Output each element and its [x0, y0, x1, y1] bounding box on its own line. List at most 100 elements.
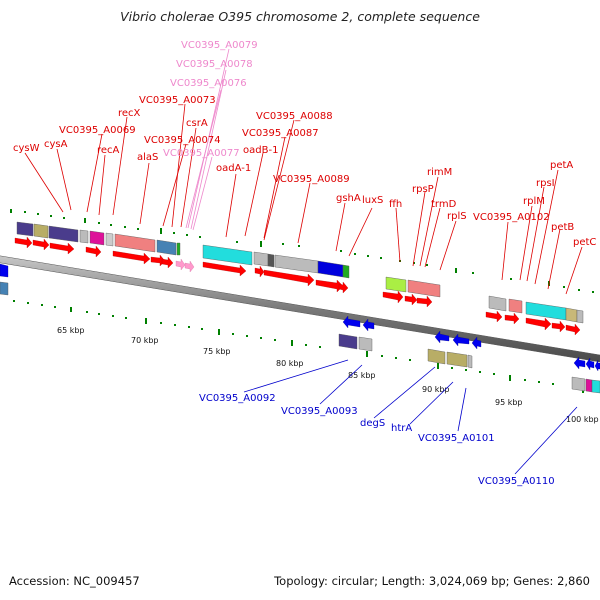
feature-box[interactable] — [358, 336, 373, 352]
feature-box[interactable] — [317, 260, 344, 278]
gene-label[interactable]: VC0395_A0101 — [418, 433, 495, 444]
feature-box[interactable] — [156, 239, 177, 256]
gene-label[interactable]: rplM — [523, 196, 545, 207]
scale-label: 65 kbp — [57, 326, 85, 335]
gene-arrow[interactable] — [263, 269, 315, 287]
gene-label[interactable]: recA — [97, 145, 120, 156]
gene-label[interactable]: petA — [550, 160, 573, 171]
gene-label[interactable]: rpsI — [536, 178, 555, 189]
gene-label[interactable]: VC0395_A0074 — [144, 135, 221, 146]
feature-box[interactable] — [407, 279, 441, 298]
gene-label[interactable]: rpsP — [412, 184, 434, 195]
gene-arrow[interactable] — [452, 333, 470, 347]
gene-arrow[interactable] — [362, 318, 375, 332]
gene-label[interactable]: VC0395_A0089 — [273, 174, 350, 185]
feature-box[interactable] — [427, 348, 446, 365]
gene-arrow[interactable] — [254, 265, 265, 278]
gene-label[interactable]: VC0395_A0078 — [176, 59, 253, 70]
feature-box[interactable] — [565, 307, 578, 323]
gene-arrow[interactable] — [184, 260, 195, 273]
gene-arrow[interactable] — [471, 336, 482, 350]
feature-box[interactable] — [89, 230, 105, 246]
feature-box[interactable] — [267, 253, 275, 268]
gene-arrow[interactable] — [14, 236, 33, 249]
gene-label[interactable]: VC0395_A0076 — [170, 78, 247, 89]
feature-box[interactable] — [571, 376, 586, 392]
feature-box[interactable] — [33, 223, 49, 239]
gene-label[interactable]: VC0395_A0079 — [181, 40, 258, 51]
leader-line — [424, 207, 441, 268]
feature-box[interactable] — [16, 221, 34, 237]
leader-line — [24, 152, 64, 213]
gene-arrow[interactable] — [382, 290, 404, 304]
feature-box[interactable] — [105, 232, 114, 247]
feature-box[interactable] — [0, 281, 9, 296]
feature-box[interactable] — [338, 333, 358, 350]
feature-box[interactable] — [114, 233, 156, 253]
gene-arrow[interactable] — [175, 258, 186, 271]
feature-box[interactable] — [342, 264, 350, 279]
gene-label[interactable]: VC0395_A0077 — [163, 148, 240, 159]
gene-label[interactable]: oadA-1 — [216, 163, 251, 174]
gene-label[interactable]: oadB-1 — [243, 145, 278, 156]
feature-box[interactable] — [274, 254, 319, 274]
gene-label[interactable]: petB — [551, 222, 574, 233]
gene-arrow[interactable] — [551, 320, 566, 333]
feature-box[interactable] — [488, 295, 507, 312]
gene-arrow[interactable] — [485, 310, 503, 323]
gene-label[interactable]: petC — [573, 237, 596, 248]
feature-box[interactable] — [202, 244, 253, 266]
gene-label[interactable]: alaS — [137, 152, 158, 163]
gene-label[interactable]: cysA — [44, 139, 68, 150]
gene-label[interactable]: csrA — [186, 118, 208, 129]
leader-line — [439, 220, 457, 271]
feature-box[interactable] — [446, 351, 468, 368]
feature-box[interactable] — [253, 251, 269, 267]
feature-box[interactable] — [48, 225, 79, 243]
gene-label[interactable]: gshA — [336, 193, 361, 204]
gene-arrow[interactable] — [0, 263, 9, 278]
gene-label[interactable]: recX — [118, 108, 141, 119]
feature-box[interactable] — [525, 301, 567, 321]
gene-arrow[interactable] — [85, 245, 102, 258]
gene-label[interactable]: VC0395_A0087 — [242, 128, 319, 139]
gene-arrow[interactable] — [342, 315, 361, 329]
gene-label[interactable]: degS — [360, 418, 385, 429]
feature-box[interactable] — [585, 378, 593, 393]
feature-box[interactable] — [176, 242, 181, 256]
gene-label[interactable]: cysW — [13, 143, 40, 154]
gene-arrow[interactable] — [504, 312, 520, 325]
gene-label[interactable]: VC0395_A0110 — [478, 476, 555, 487]
gene-arrow[interactable] — [161, 256, 174, 269]
gene-label[interactable]: rimM — [427, 167, 452, 178]
gene-label[interactable]: ffh — [389, 199, 402, 210]
gene-arrow[interactable] — [202, 261, 247, 277]
gene-arrow[interactable] — [338, 281, 349, 294]
gene-label[interactable]: rplS — [447, 211, 467, 222]
gene-label[interactable]: VC0395_A0093 — [281, 406, 358, 417]
gene-arrow[interactable] — [32, 238, 50, 251]
gene-label[interactable]: trmD — [431, 199, 457, 210]
gene-label[interactable]: VC0395_A0102 — [473, 212, 550, 223]
feature-box[interactable] — [385, 276, 407, 293]
gene-arrow[interactable] — [573, 356, 586, 370]
gene-label[interactable]: luxS — [362, 195, 383, 206]
gene-label[interactable]: VC0395_A0073 — [139, 95, 216, 106]
gene-arrow[interactable] — [585, 357, 595, 371]
feature-box[interactable] — [467, 354, 473, 369]
gene-label[interactable]: htrA — [391, 423, 412, 434]
gene-arrow[interactable] — [434, 330, 450, 344]
gene-arrow[interactable] — [404, 293, 418, 306]
gene-arrow[interactable] — [112, 250, 151, 265]
gene-label[interactable]: VC0395_A0069 — [59, 125, 136, 136]
gene-label[interactable]: VC0395_A0092 — [199, 393, 276, 404]
gene-label[interactable]: VC0395_A0088 — [256, 111, 333, 122]
gene-arrow[interactable] — [49, 242, 75, 255]
gene-arrow[interactable] — [565, 323, 581, 336]
feature-box[interactable] — [591, 379, 600, 394]
gene-arrow[interactable] — [416, 295, 433, 308]
feature-box[interactable] — [79, 229, 89, 244]
feature-box[interactable] — [576, 309, 584, 324]
feature-box[interactable] — [508, 298, 523, 314]
gene-arrow[interactable] — [525, 317, 552, 331]
